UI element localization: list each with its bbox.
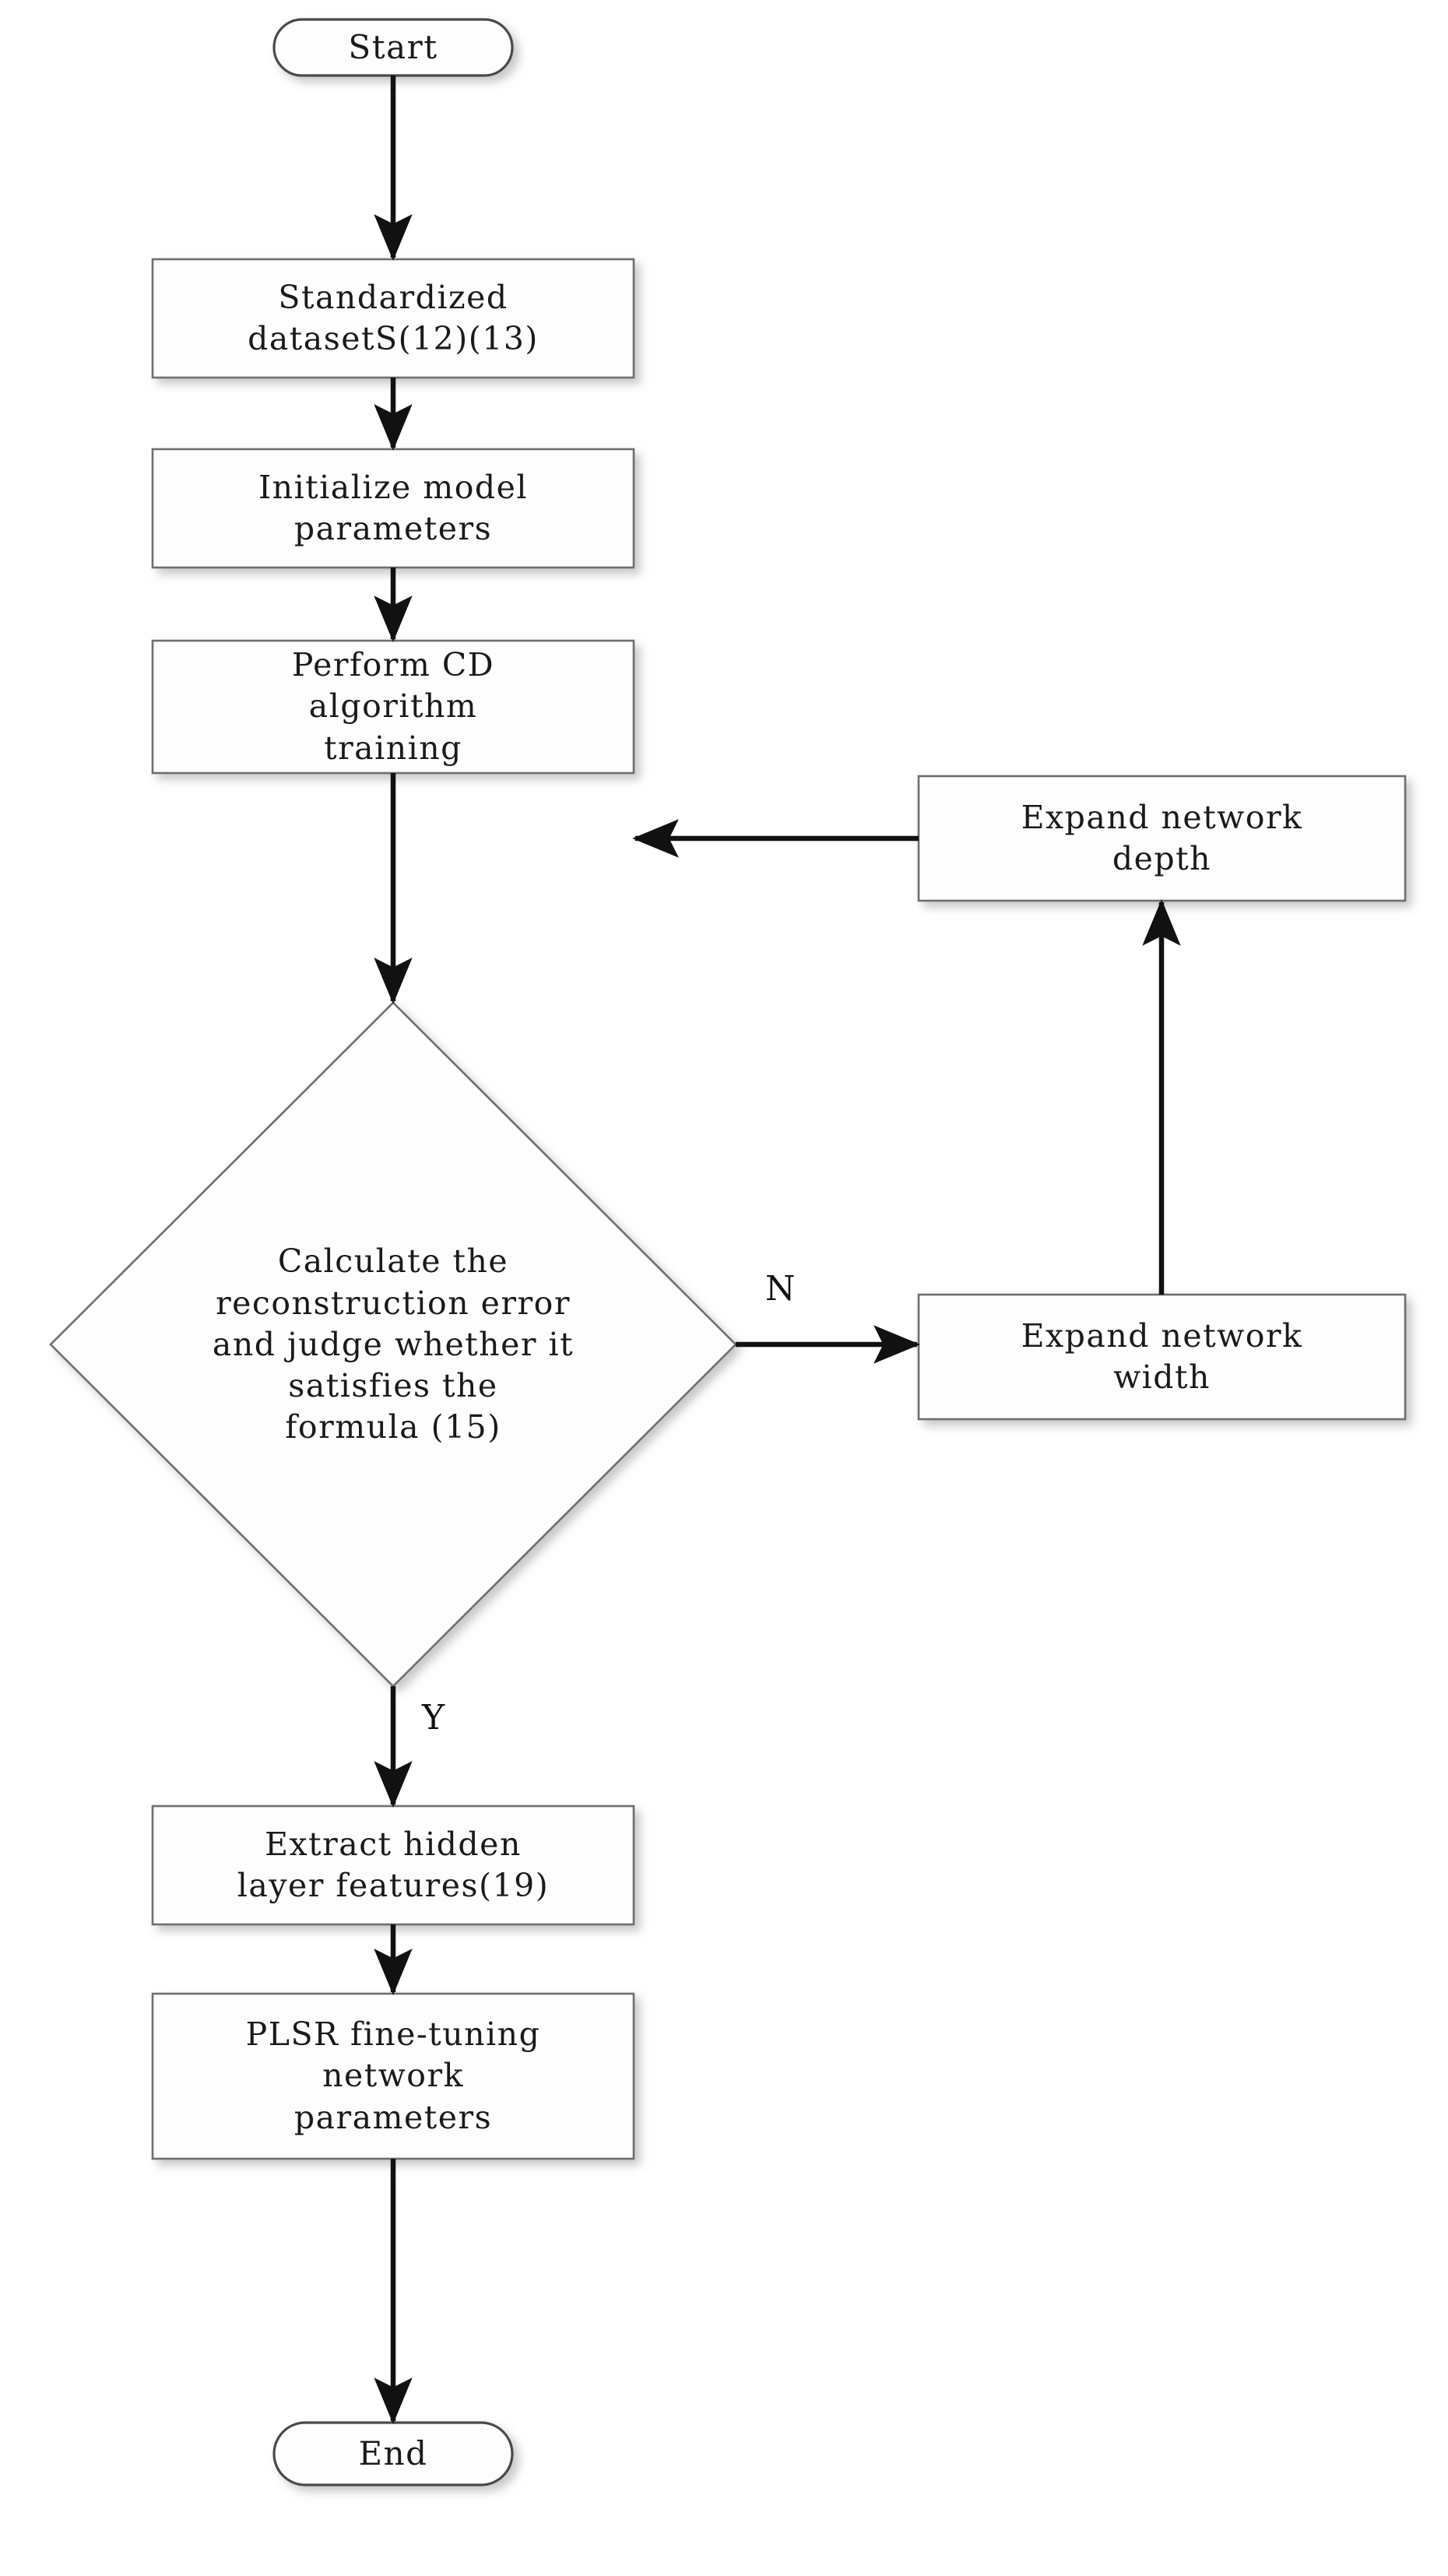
node-shape-expand-depth[interactable] xyxy=(917,775,1407,902)
edge-label-no-branch: N xyxy=(765,1269,796,1309)
node-shape-decision[interactable] xyxy=(49,1001,737,1688)
node-shape-extract-features[interactable] xyxy=(151,1805,635,1926)
node-shape-expand-width[interactable] xyxy=(917,1293,1407,1421)
node-shape-plsr-finetune[interactable] xyxy=(151,1992,635,2160)
node-shape-start[interactable] xyxy=(272,18,514,77)
node-shape-init-params[interactable] xyxy=(151,448,635,569)
edge-label-yes-branch: Y xyxy=(422,1698,445,1738)
node-shape-end[interactable] xyxy=(272,2421,514,2486)
node-shape-cd-training[interactable] xyxy=(151,639,635,775)
node-shape-standardize[interactable] xyxy=(151,258,635,379)
